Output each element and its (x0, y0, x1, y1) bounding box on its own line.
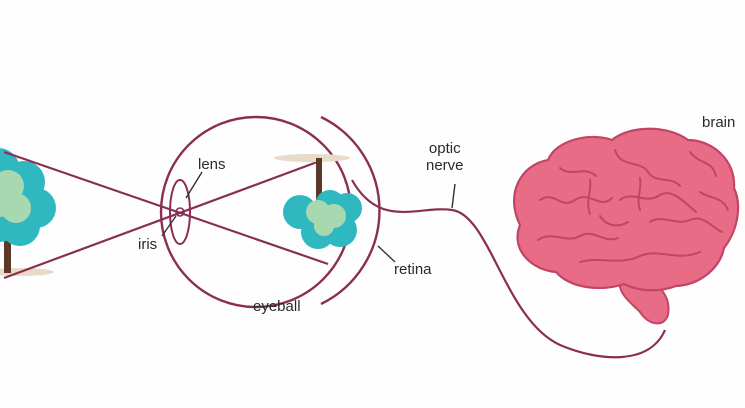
iris-label: iris (138, 236, 157, 253)
retina-label: retina (394, 261, 432, 278)
optic-leader (452, 184, 455, 208)
optic-nerve-label-line2: nerve (426, 157, 464, 174)
inverted-tree-icon (274, 154, 362, 249)
image-ground (274, 154, 350, 162)
brain-icon (514, 129, 738, 324)
optic-nerve-label: optic nerve (426, 140, 464, 175)
lens-leader (186, 172, 202, 198)
optic-nerve-label-line1: optic (426, 140, 464, 157)
lens-label: lens (198, 156, 226, 173)
brain-label: brain (702, 114, 735, 131)
eyeball-label: eyeball (253, 298, 301, 315)
retina-leader (378, 246, 395, 262)
